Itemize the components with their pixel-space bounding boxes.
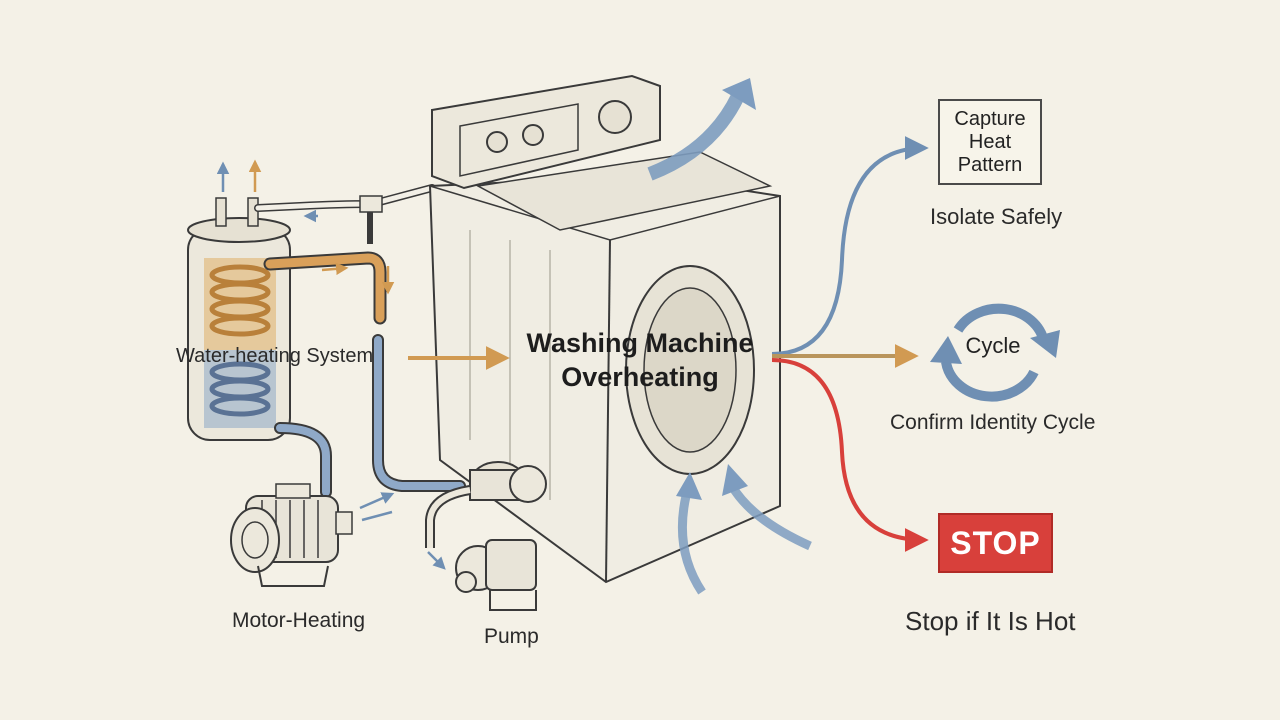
title-line-1: Washing Machine [526, 328, 754, 358]
water-heater-tank [187, 197, 291, 441]
capture-heat-pattern-box: Capture Heat Pattern [938, 99, 1042, 185]
motor-heating-label: Motor-Heating [232, 609, 366, 632]
stop-sign: STOP [938, 513, 1053, 573]
airflow-arrow-1 [677, 495, 706, 595]
capture-line-2: Heat [968, 130, 1012, 153]
pump-illustration [425, 461, 547, 611]
cycle-label: Cycle [965, 333, 1021, 358]
pump-label: Pump [484, 625, 539, 648]
motor-illustration [230, 483, 353, 587]
airflow-arrow-2 [728, 483, 812, 551]
confirm-identity-cycle-label: Confirm Identity Cycle [890, 411, 1096, 434]
capture-line-1: Capture [954, 107, 1026, 130]
branch-arrow-stop [771, 358, 929, 552]
diagram-title: Washing Machine Overheating [505, 326, 775, 394]
water-heating-label: Water-heating System [176, 345, 374, 367]
branch-arrow-capture [771, 136, 929, 356]
capture-line-3: Pattern [957, 153, 1023, 176]
stop-if-hot-label: Stop if It Is Hot [905, 606, 1076, 636]
title-line-2: Overheating [561, 362, 719, 392]
isolate-safely-label: Isolate Safely [930, 204, 1063, 229]
heat-exhaust-arrow [647, 92, 745, 181]
cycle-icon [930, 303, 1060, 402]
